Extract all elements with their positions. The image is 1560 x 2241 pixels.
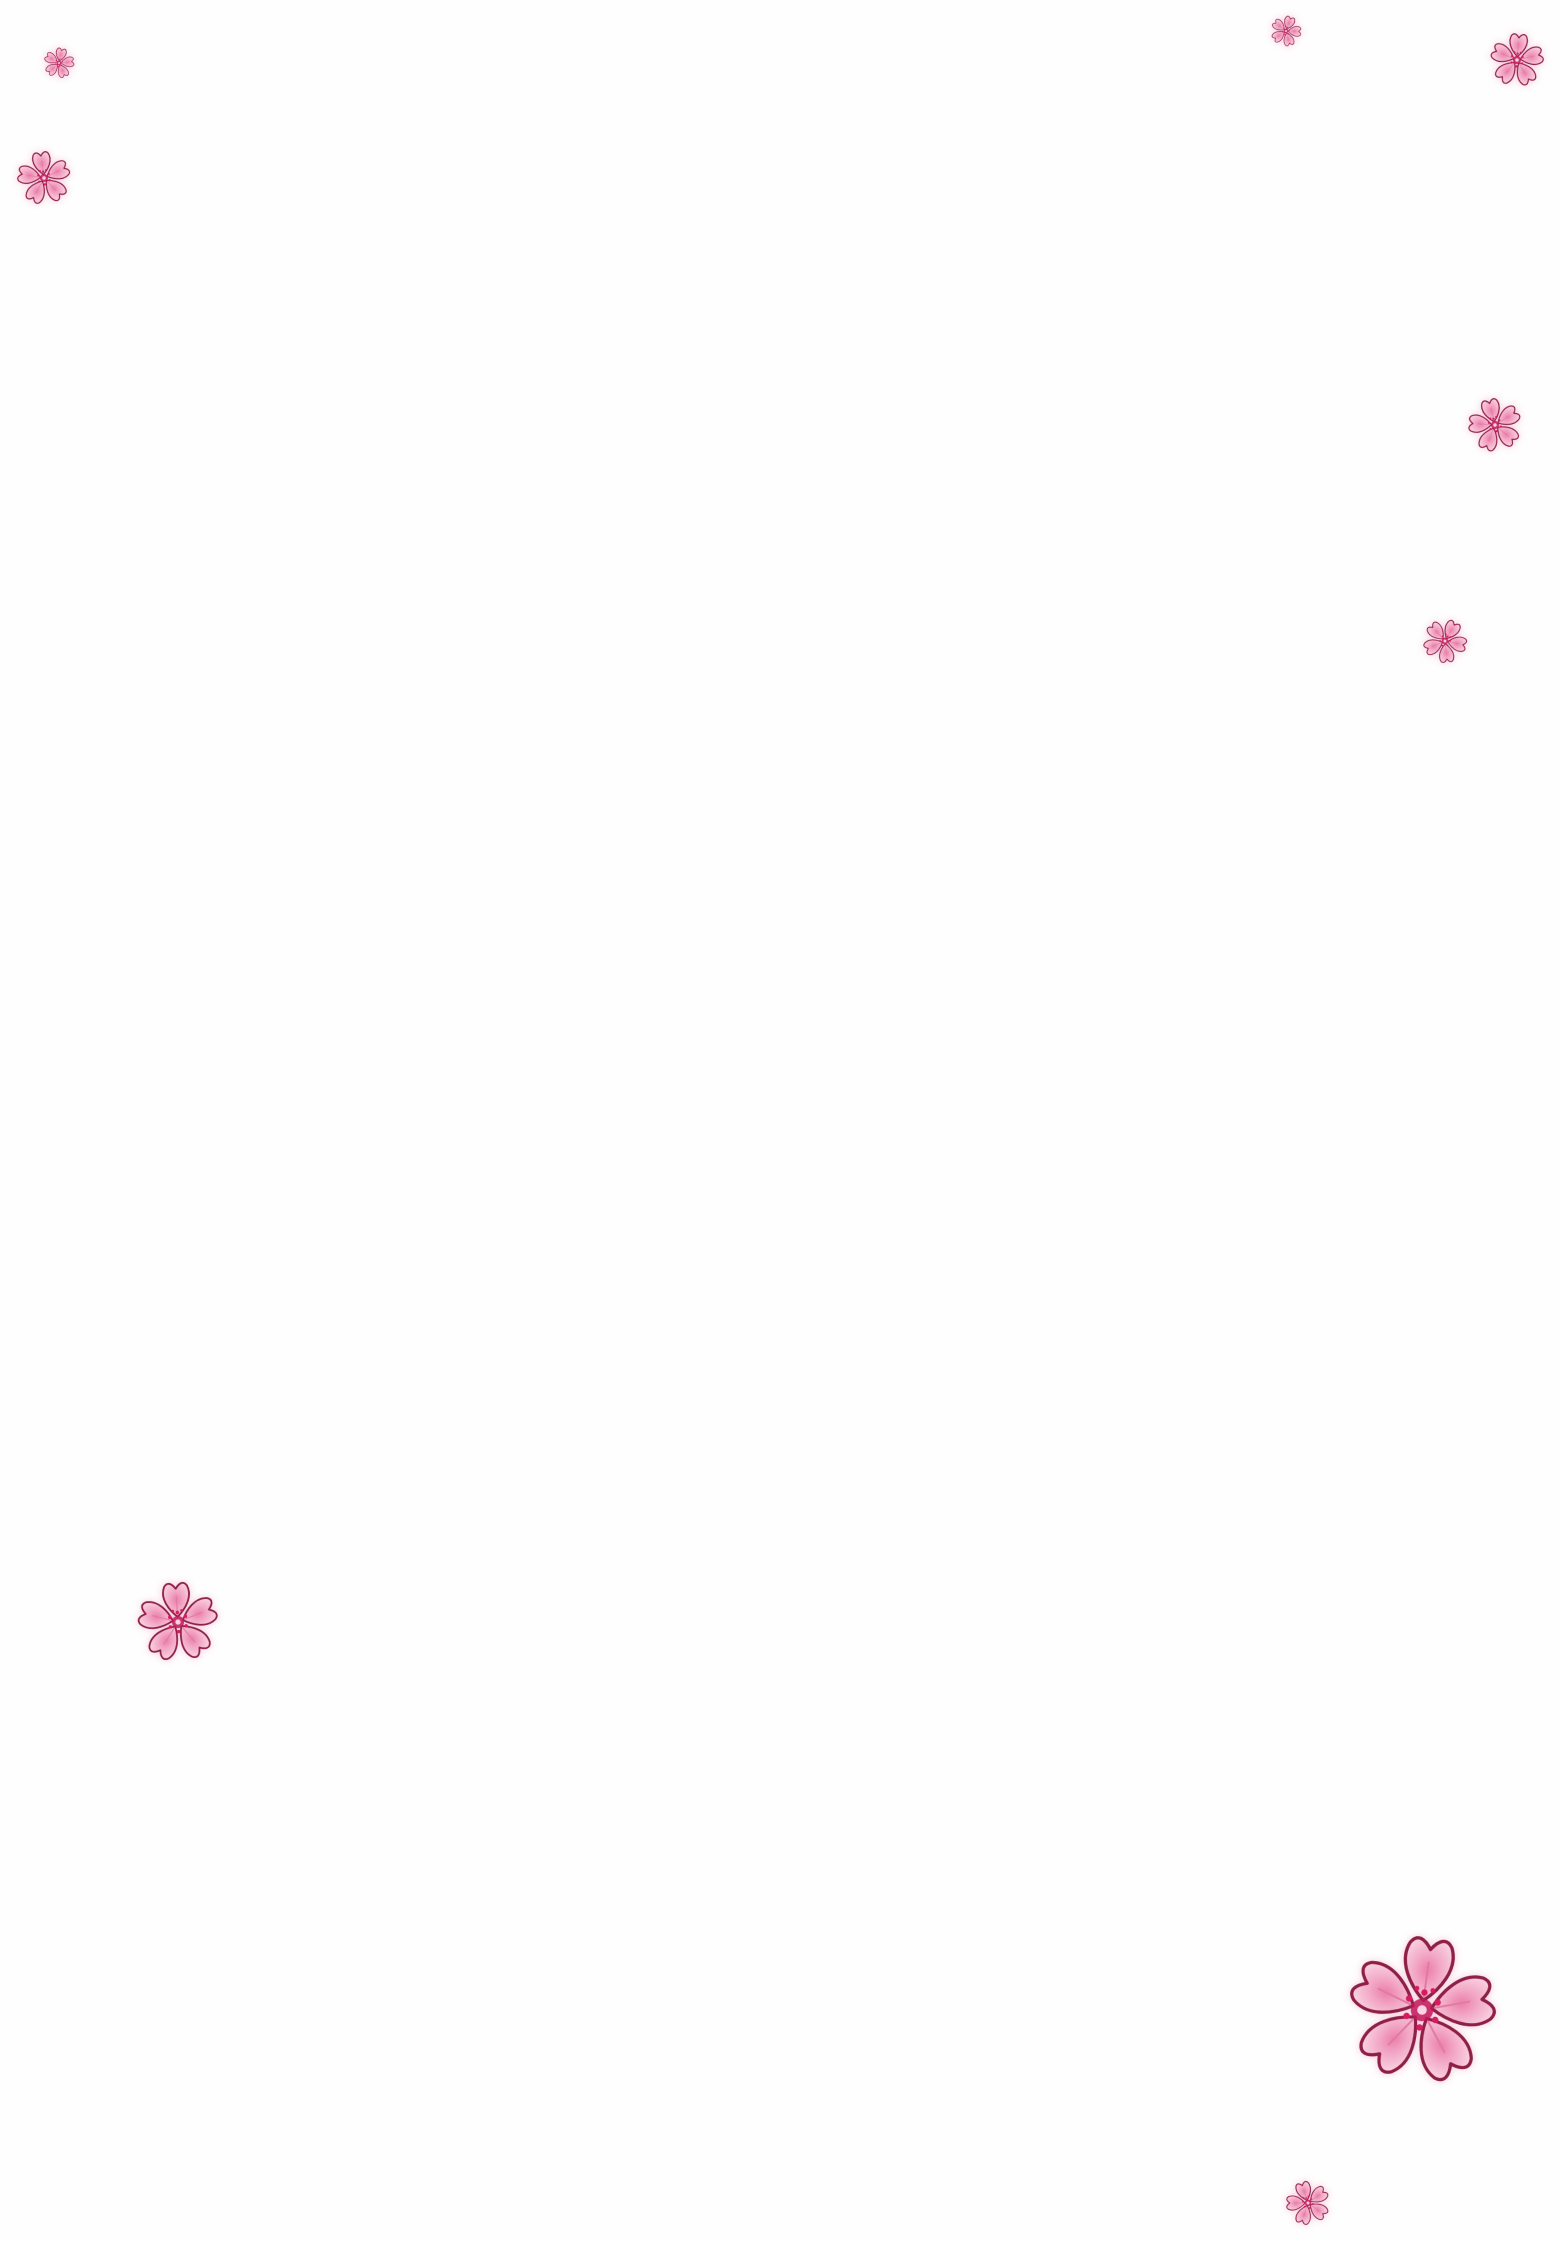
cherry-blossom-icon [1487, 30, 1548, 91]
cherry-blossom-icon [1414, 610, 1477, 673]
cherry-blossom-icon [1265, 10, 1306, 51]
cherry-blossom-icon [1279, 2174, 1337, 2232]
cherry-blossom-icon [133, 1577, 223, 1667]
cherry-blossom-icon [40, 44, 78, 82]
cherry-blossom-icon [1461, 391, 1529, 459]
cherry-blossom-icon [12, 146, 75, 209]
cherry-blossom-icon [1335, 1923, 1509, 2097]
